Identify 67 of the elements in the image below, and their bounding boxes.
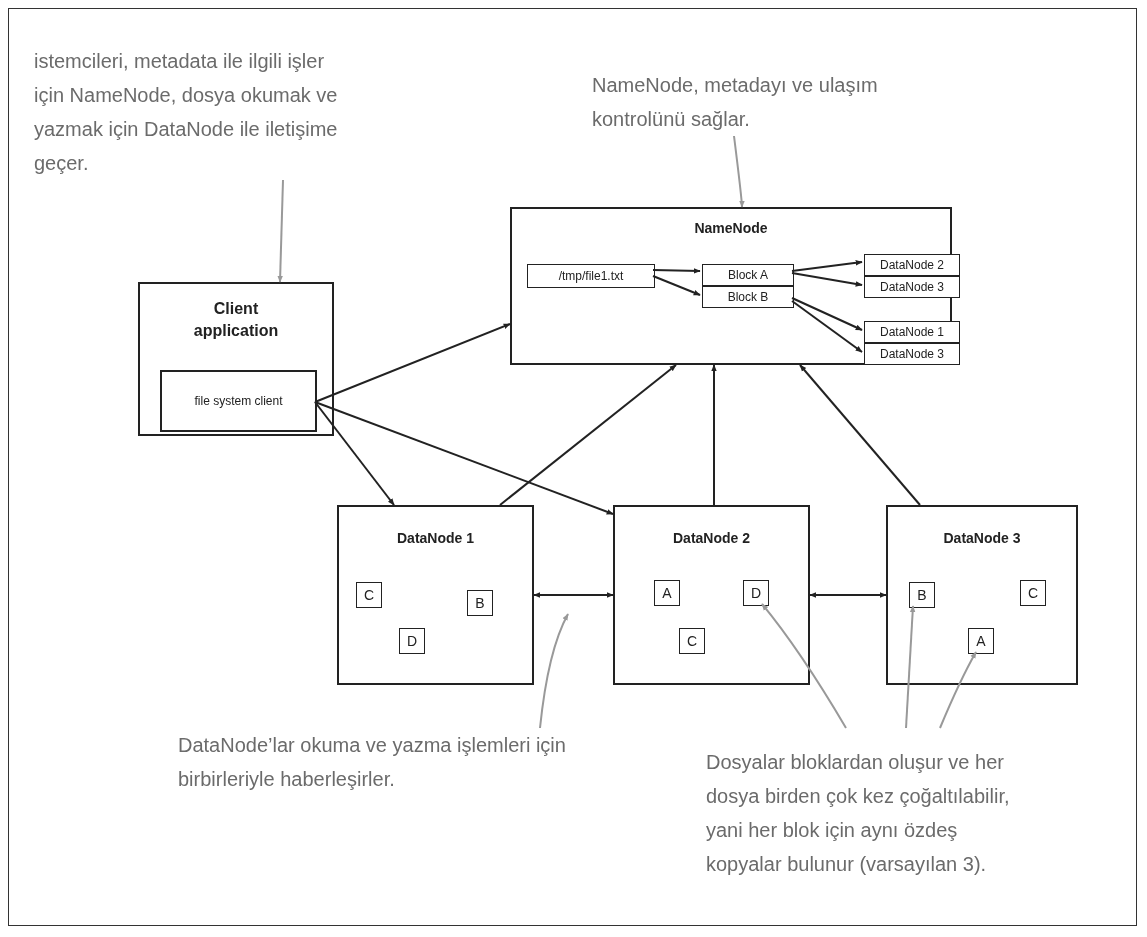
box-title: DataNode 3 — [943, 531, 1021, 545]
arrow — [791, 260, 863, 272]
entry-box — [702, 264, 794, 286]
entry-box — [864, 343, 960, 365]
block-box — [467, 590, 493, 616]
block-box — [399, 628, 425, 654]
block-box — [356, 582, 382, 608]
block-label: A — [976, 634, 986, 648]
arrow — [652, 275, 701, 296]
box-title: Client application — [192, 299, 280, 341]
entry-box — [702, 286, 794, 308]
block-box — [679, 628, 705, 654]
block-label: A — [662, 586, 672, 600]
box-label: /tmp/file1.txt — [558, 269, 624, 283]
block-box — [909, 582, 935, 608]
block-label: B — [475, 596, 485, 610]
leader-line — [539, 613, 569, 729]
arrow — [799, 364, 921, 506]
entry-box — [864, 321, 960, 343]
leader-line — [939, 651, 977, 729]
arrow — [314, 323, 511, 403]
annotation-text: istemcileri, metadata ile ilgili işler için NameNode, dosya okumak ve yazmak için DataNode ile iletişime geçer. — [34, 49, 339, 176]
box-label: DataNode 2 — [879, 258, 944, 272]
block-box — [968, 628, 994, 654]
block-label: C — [1027, 586, 1039, 600]
arrow — [809, 592, 887, 598]
box-label: DataNode 1 — [879, 325, 944, 339]
annotation-text: DataNode’lar okuma ve yazma işlemleri için birbirleriyle haberleşirler. — [178, 733, 567, 792]
annotation-text: NameNode, metadayı ve ulaşım kontrolünü sağlar. — [592, 73, 879, 132]
arrow — [791, 272, 863, 287]
client-box — [160, 370, 317, 432]
block-label: D — [750, 586, 762, 600]
arrow — [499, 364, 677, 506]
block-label: D — [406, 634, 418, 648]
leader-line — [905, 605, 916, 729]
server-box — [337, 505, 534, 685]
annotation-text: Dosyalar bloklardan oluşur ve her dosya birden çok kez çoğaltılabilir, yani her blok için aynı özdeş kopyalar bulunur (varsayılan 3). — [706, 750, 1011, 877]
server-box — [613, 505, 810, 685]
entry-box — [864, 254, 960, 276]
box-label: Block B — [727, 290, 769, 304]
arrow — [314, 401, 614, 515]
arrow — [314, 401, 395, 506]
block-box — [1020, 580, 1046, 606]
server-box — [886, 505, 1078, 685]
block-label: C — [686, 634, 698, 648]
entry-box — [864, 276, 960, 298]
leader-line — [761, 603, 847, 729]
box-title: NameNode — [694, 221, 768, 235]
block-label: B — [917, 588, 927, 602]
leader-line — [277, 179, 284, 283]
block-box — [743, 580, 769, 606]
arrow — [533, 592, 614, 598]
entry-box — [527, 264, 655, 288]
block-label: C — [363, 588, 375, 602]
box-label: file system client — [194, 394, 283, 408]
arrow — [791, 297, 863, 331]
leader-line — [733, 135, 745, 208]
arrow — [652, 268, 701, 274]
arrow — [711, 364, 717, 506]
box-label: DataNode 3 — [879, 347, 944, 361]
box-label: Block A — [728, 268, 768, 282]
box-label: DataNode 3 — [879, 280, 944, 294]
arrow — [791, 300, 863, 353]
box-title: DataNode 1 — [397, 531, 474, 545]
application-box — [138, 282, 334, 436]
block-box — [654, 580, 680, 606]
box-title: DataNode 2 — [673, 531, 750, 545]
